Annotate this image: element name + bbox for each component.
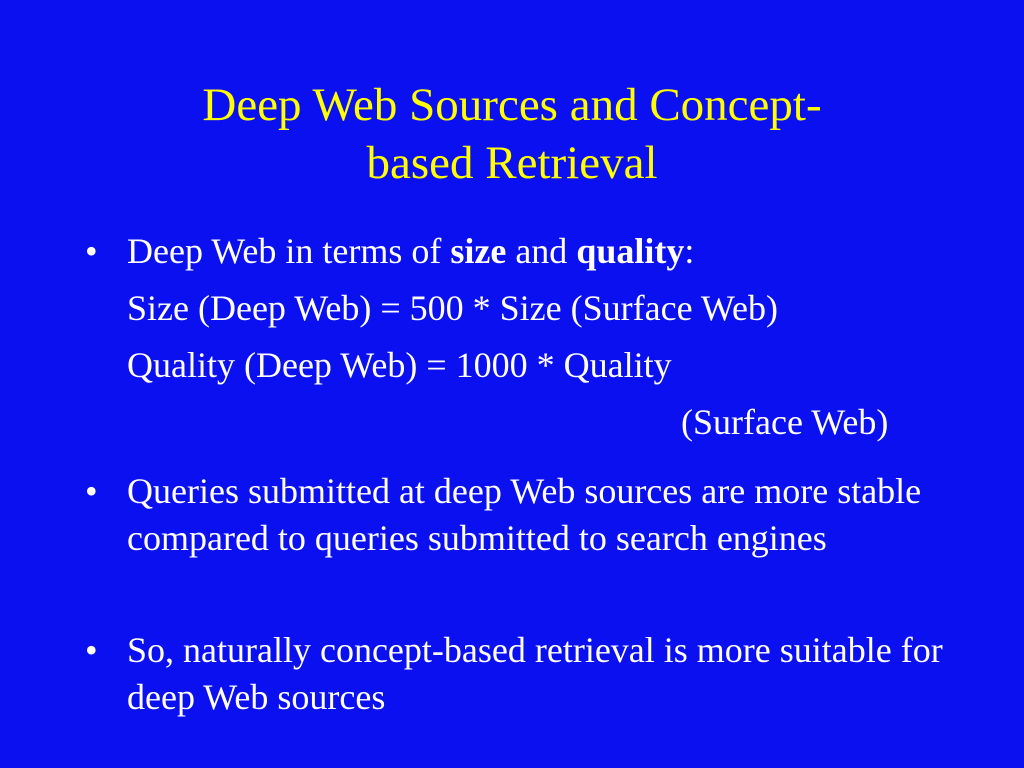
bullet2-text: Queries submitted at deep Web sources ar… bbox=[127, 471, 922, 558]
quality-equation: Quality (Deep Web) = 1000 * Quality bbox=[127, 345, 672, 385]
bullet1-text-post: : bbox=[684, 231, 695, 271]
bullet1-heading: Deep Web in terms of size and quality: bbox=[127, 228, 985, 285]
bullet1-quality-word: quality bbox=[576, 231, 685, 271]
slide-title: Deep Web Sources and Concept- based Retr… bbox=[60, 76, 964, 192]
bullet1-text-pre: Deep Web in terms of bbox=[127, 231, 451, 271]
title-line-2: based Retrieval bbox=[366, 137, 658, 189]
size-equation: Size (Deep Web) = 500 * Size (Surface We… bbox=[127, 288, 778, 328]
bullet1-text-mid: and bbox=[506, 231, 577, 271]
bullet-item-deep-web-size-quality: • Deep Web in terms of size and quality:… bbox=[85, 228, 985, 456]
bullet-dot-icon: • bbox=[85, 630, 98, 670]
title-line-1: Deep Web Sources and Concept- bbox=[202, 79, 822, 131]
bullet-dot-icon: • bbox=[85, 231, 98, 271]
bullet-item-concept-retrieval: • So, naturally concept-based retrieval … bbox=[85, 627, 985, 721]
bullet3-text: So, naturally concept-based retrieval is… bbox=[127, 630, 943, 717]
bullet1-size-word: size bbox=[450, 231, 507, 271]
bullet-item-queries-stable: • Queries submitted at deep Web sources … bbox=[85, 468, 985, 562]
bullet-dot-icon: • bbox=[85, 471, 98, 511]
quality-equation-continuation: (Surface Web) bbox=[681, 402, 889, 442]
